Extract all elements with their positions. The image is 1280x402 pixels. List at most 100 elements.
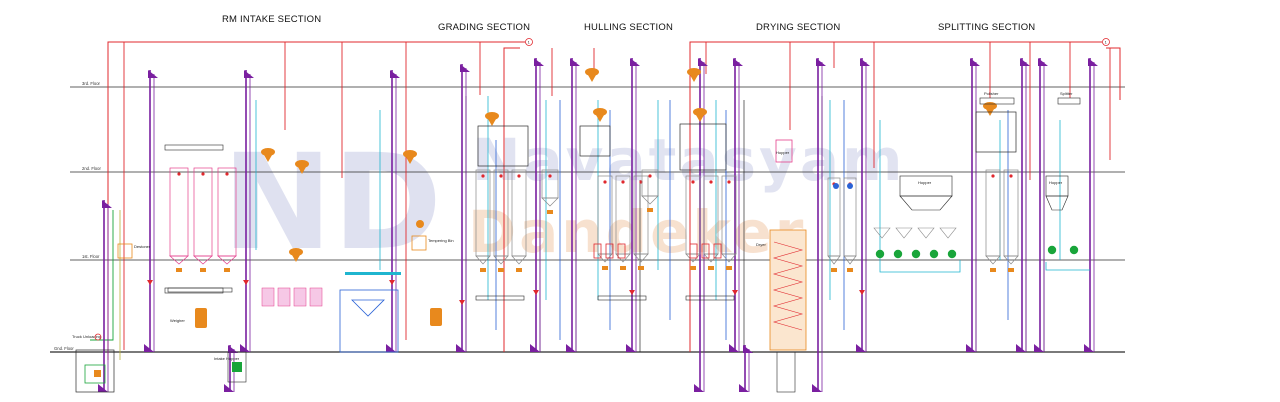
circle-marker-2 (1102, 38, 1110, 46)
inlet-dot (177, 172, 181, 176)
splitter-cone (899, 195, 953, 211)
flow-marker-icon (533, 290, 539, 295)
inlet-dot (499, 174, 503, 178)
bucket-elevator-head-icon (390, 70, 400, 78)
section-title-hulling: HULLING SECTION (584, 22, 673, 33)
huller-unit (593, 243, 602, 259)
cyclone-icon (693, 108, 707, 116)
cyclone-cone-icon (292, 255, 300, 262)
slide-gate-icon (547, 210, 553, 214)
section-title-grading: GRADING SECTION (438, 22, 530, 33)
cyclone-cone-icon (696, 115, 704, 122)
cyclone-icon (485, 112, 499, 120)
intake-hopper (84, 364, 106, 384)
bucket-elevator-boot-icon (694, 384, 704, 392)
dryer-hopper (775, 139, 793, 163)
circle-marker-1 (525, 38, 533, 46)
magnet-box (1057, 97, 1081, 105)
splitter-outlet (895, 227, 913, 239)
grading-bin-cone (493, 255, 509, 265)
bucket-elevator-boot-icon (739, 384, 749, 392)
watermark-line1: Navatasyam (472, 126, 905, 194)
slide-gate-icon (498, 268, 504, 272)
intake-section: Truck Unloading Destoner Intake Hopper W… (72, 144, 454, 393)
bucket-elevator-boot-icon (530, 344, 540, 352)
screw-conveyor (167, 287, 233, 293)
conveyor-cyan (345, 272, 401, 275)
magnet-icon (94, 333, 102, 341)
silos (169, 167, 1019, 272)
hopper-bin-cone (541, 197, 559, 207)
slide-gate-icon (831, 268, 837, 272)
huller-unit (713, 243, 722, 259)
flow-marker-icon (629, 290, 635, 295)
flow-marker-icon (147, 280, 153, 285)
bucket-elevator-boot-icon (566, 344, 576, 352)
bucket-elevator-head-icon (102, 200, 112, 208)
bucket-elevator-boot-icon (456, 344, 466, 352)
cyclone-icon (687, 68, 701, 76)
cyclone-icon (585, 68, 599, 76)
cyclone-cone-icon (298, 167, 306, 174)
intake-hopper-2 (227, 351, 247, 383)
bucket-elevator-head-icon (970, 58, 980, 66)
slide-gate-icon (726, 266, 732, 270)
bucket-elevator-boot-icon (966, 344, 976, 352)
bucket-elevator-head-icon (1038, 58, 1048, 66)
slide-gate-icon (647, 208, 653, 212)
tempering-bin-label: Tempering Bin (428, 238, 454, 243)
bucket-elevator-head-icon (460, 64, 470, 72)
destoner-label: Destoner (134, 244, 151, 249)
floor-label-ground: Gnd. Floor (54, 346, 74, 351)
bag-row (261, 287, 323, 307)
truck-unloading-pit (75, 349, 115, 393)
splitter-hopper (899, 175, 953, 197)
inlet-dot (727, 180, 731, 184)
slide-gate-icon (200, 268, 206, 272)
splitter-label: Splitter (1060, 91, 1073, 96)
splitter-hopper-label: Hopper (918, 180, 932, 185)
cyclone-icon (295, 160, 309, 168)
cyclone-hopper-label: Hopper (1049, 180, 1063, 185)
bucket-elevators (98, 58, 1098, 392)
hopper-bin-2-cone (641, 195, 659, 205)
slide-gate-icon (847, 268, 853, 272)
inlet-dot (1009, 174, 1013, 178)
bucket-elevator-head-icon (148, 70, 158, 78)
fan-unit (232, 362, 242, 372)
cyclone-cone-icon (264, 155, 272, 162)
raw-material-silo-cone (217, 255, 237, 265)
pump-icon (833, 183, 839, 189)
bucket-elevator-head-icon (743, 345, 753, 353)
slide-gate-icon (480, 268, 486, 272)
slide-gate-icon (1008, 268, 1014, 272)
cyan-collector-line-2 (1045, 262, 1090, 271)
bucket-elevator-head-icon (816, 58, 826, 66)
fan-icon-intake (416, 220, 424, 228)
bucket-elevator-head-icon (534, 58, 544, 66)
screw-conveyor (685, 295, 735, 301)
intake-hopper-label: Intake Hopper (214, 356, 240, 361)
cyclone-icon (289, 248, 303, 256)
green-feed-line (90, 210, 114, 341)
cyclone-hopper (1045, 175, 1069, 197)
section-title-splitting: SPLITTING SECTION (938, 22, 1035, 33)
bucket-elevator-boot-icon (729, 344, 739, 352)
screw-conveyor (597, 295, 647, 301)
cyclone-cone-icon (596, 115, 604, 122)
inlet-dot (481, 174, 485, 178)
inlet-dot (517, 174, 521, 178)
bucket-elevator-boot-icon (1084, 344, 1094, 352)
bucket-elevator-boot-icon (626, 344, 636, 352)
splitter-outlet (917, 227, 935, 239)
inlet-dot (709, 180, 713, 184)
raw-material-silo-cone (193, 255, 213, 265)
slide-gate-icon (690, 266, 696, 270)
bucket-elevator-head-icon (698, 58, 708, 66)
flow-marker-icon (459, 300, 465, 305)
polisher-box (979, 97, 1015, 105)
cyclone-icon (261, 148, 275, 156)
tempering-bin-drying-cone (721, 253, 737, 263)
machine-frame (975, 111, 1017, 153)
section-title-drying: DRYING SECTION (756, 22, 840, 33)
